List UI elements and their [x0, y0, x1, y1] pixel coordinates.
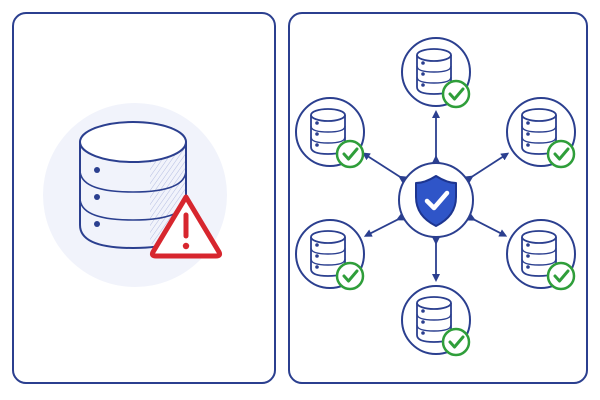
check-badge-icon — [546, 261, 576, 291]
connector-arrow — [464, 152, 510, 184]
check-badge-icon — [441, 79, 471, 109]
shield-check-icon — [415, 175, 457, 227]
database-node-db-bottom — [401, 285, 471, 357]
database-icon — [416, 48, 452, 95]
database-node-db-top — [401, 37, 471, 109]
database-icon — [521, 108, 557, 155]
hub-node — [398, 162, 474, 238]
database-node-db-lower-left — [295, 219, 365, 291]
connector-arrow — [363, 213, 405, 237]
connector-arrow — [467, 213, 508, 237]
database-icon — [416, 296, 452, 343]
database-node-db-upper-left — [295, 97, 365, 169]
warning-triangle-icon — [149, 194, 223, 259]
check-badge-icon — [441, 327, 471, 357]
check-badge-icon — [546, 139, 576, 169]
connector-arrow — [361, 152, 408, 184]
database-node-db-lower-right — [506, 219, 576, 291]
database-node-db-upper-right — [506, 97, 576, 169]
check-badge-icon — [335, 139, 365, 169]
check-badge-icon — [335, 261, 365, 291]
